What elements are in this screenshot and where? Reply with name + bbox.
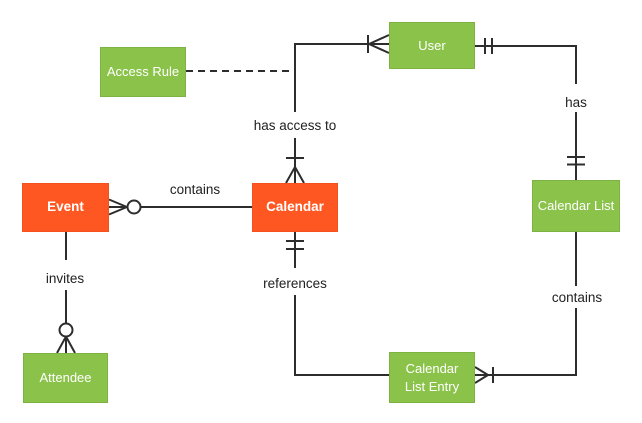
crows-foot-many-icon (474, 366, 489, 384)
entity-label: User (418, 37, 446, 53)
exactly-one-bars-icon (484, 38, 493, 54)
entity-label: Access Rule (106, 64, 180, 80)
entity-calendar-list[interactable]: Calendar List (532, 180, 620, 232)
edge-invites (56, 232, 76, 354)
edge-label-has-access-to[interactable]: has access to (253, 118, 337, 133)
edge-label-contains-2[interactable]: contains (551, 290, 603, 305)
entity-label: Event (47, 199, 84, 215)
edge-label-contains[interactable]: contains (169, 182, 221, 197)
entity-label: Calendar List (537, 198, 615, 214)
entity-calendar-list-entry[interactable]: Calendar List Entry (389, 352, 475, 403)
edge-has-access-to (285, 34, 390, 184)
crows-foot-many-icon (108, 198, 128, 216)
crows-foot-many-icon (368, 34, 390, 54)
entity-access-rule[interactable]: Access Rule (100, 47, 186, 97)
entity-attendee[interactable]: Attendee (23, 353, 108, 403)
entity-user[interactable]: User (389, 22, 475, 69)
entity-event[interactable]: Event (22, 183, 109, 232)
edge-contains-event-calendar (108, 198, 252, 216)
edge-label-references[interactable]: references (263, 276, 327, 291)
entity-calendar[interactable]: Calendar (252, 183, 338, 232)
edge-label-has[interactable]: has (565, 95, 587, 110)
crows-foot-many-icon (56, 336, 76, 354)
entity-label: Calendar (266, 199, 324, 215)
zero-ring-icon (126, 199, 142, 215)
edge-has (475, 38, 585, 180)
exactly-one-bars-icon (567, 156, 585, 166)
entity-label: Calendar List Entry (404, 360, 460, 394)
edge-contains-list-entry (474, 232, 577, 384)
crows-foot-many-icon (285, 166, 305, 184)
exactly-one-bars-icon (286, 240, 304, 250)
edge-label-invites[interactable]: invites (45, 271, 85, 286)
zero-ring-icon (58, 322, 74, 338)
entity-label: Attendee (39, 370, 92, 386)
edge-references (286, 232, 389, 376)
